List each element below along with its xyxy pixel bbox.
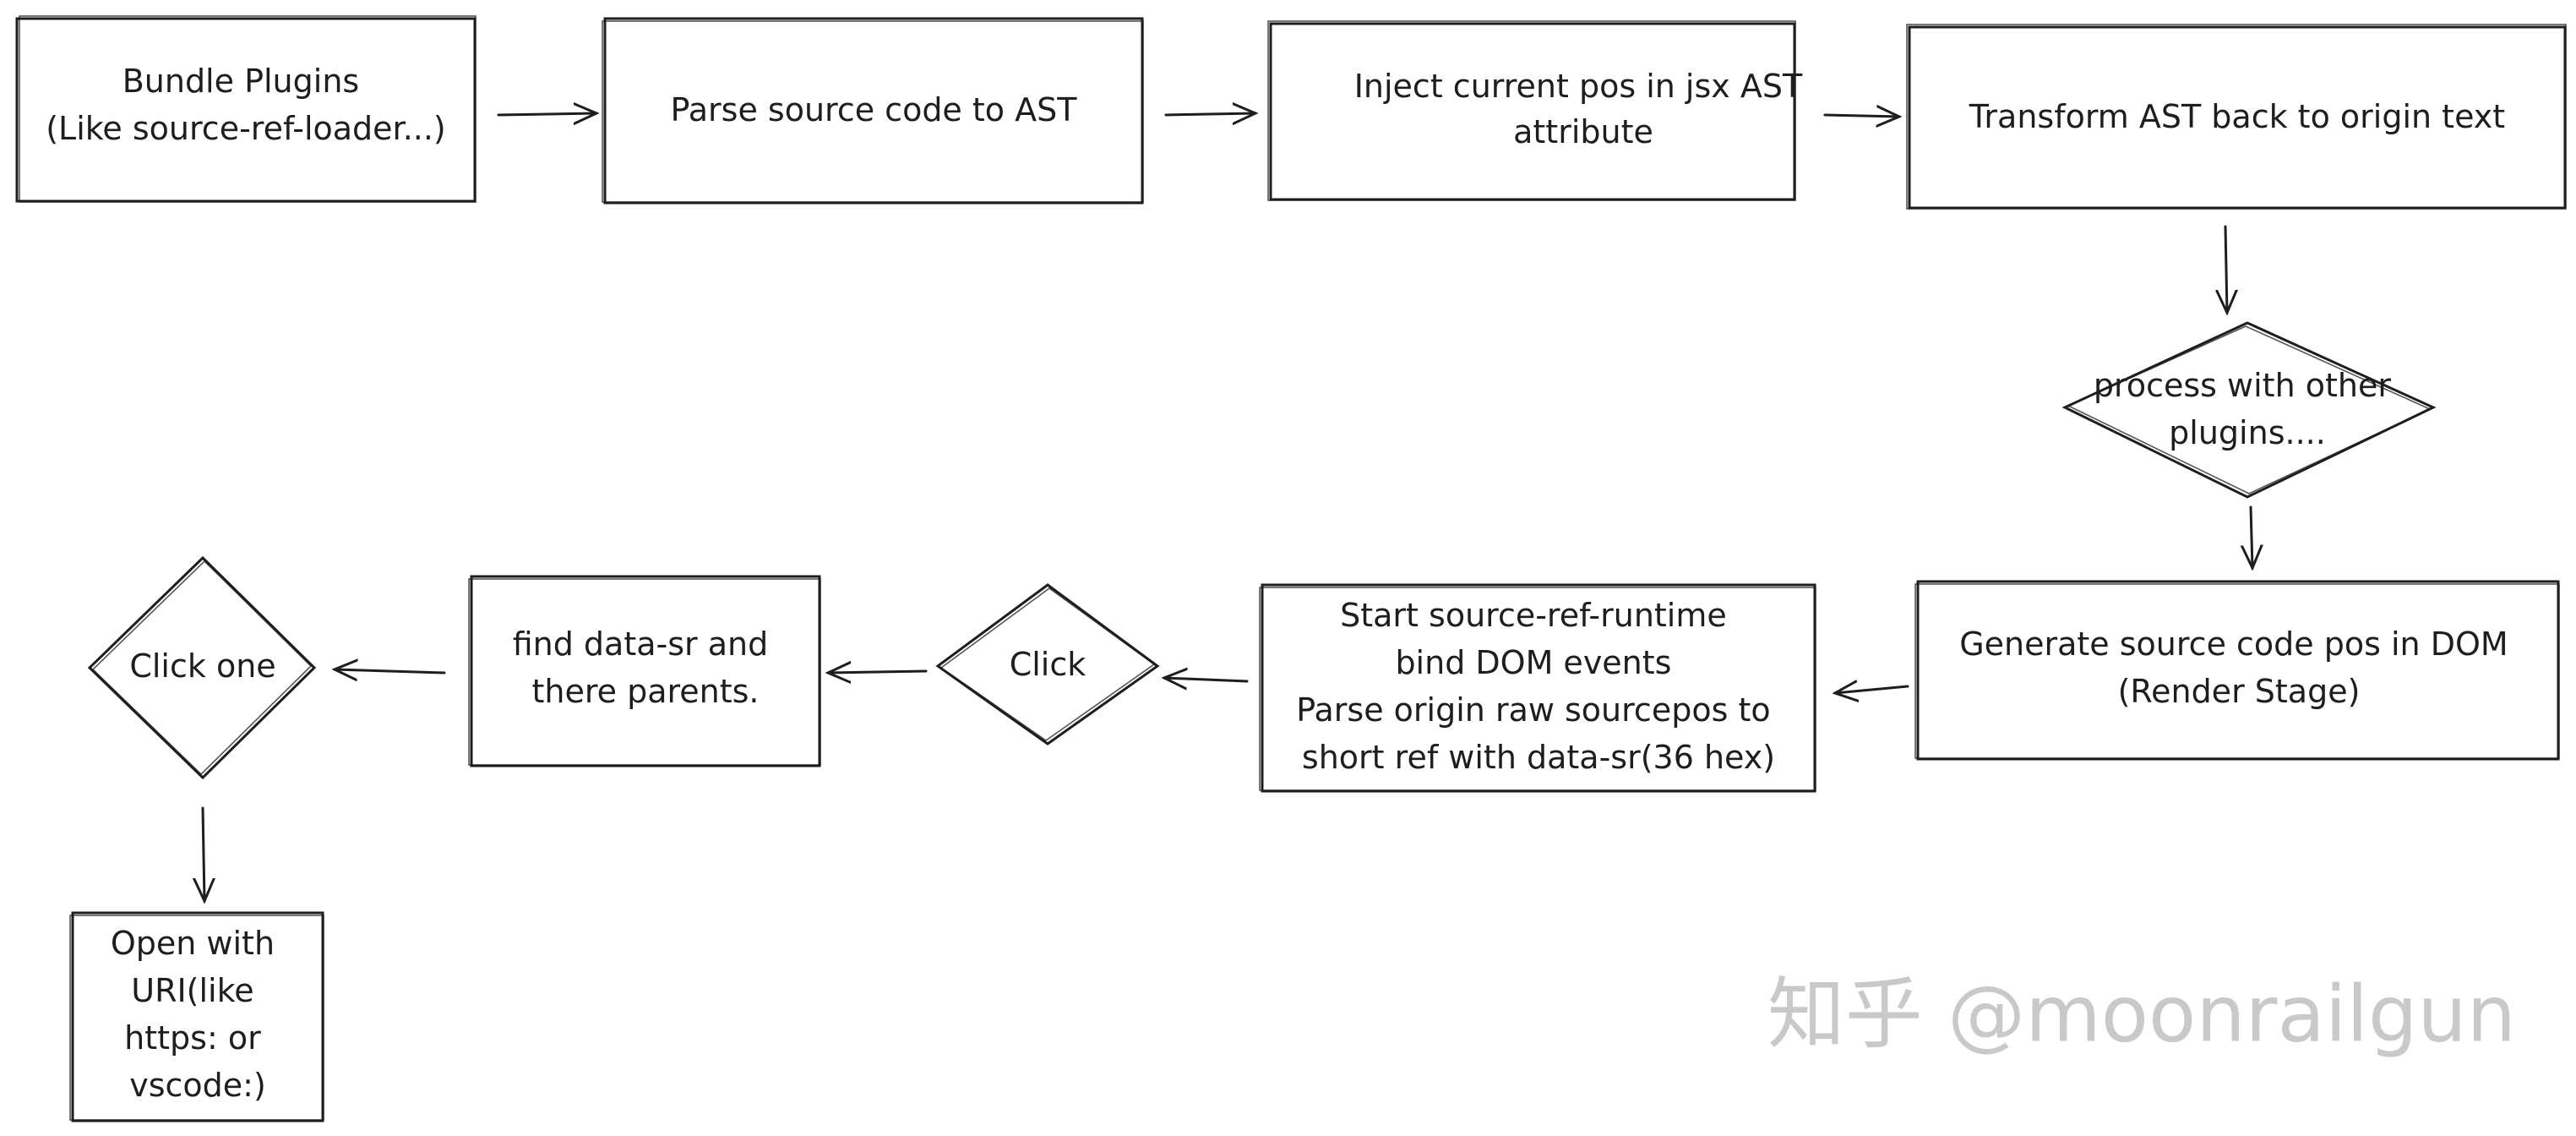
node-open-uri: Open with URI(like https: or vscode:) [69,911,324,1122]
node-start-runtime: Start source-ref-runtime bind DOM events… [1259,583,1816,793]
node-generate-pos: Generate source code pos in DOM (Render … [1914,580,2560,761]
node-process-plugins: process with other plugins.... [2061,321,2437,499]
arrow-transform-to-process [2225,225,2227,313]
node-click-one: Click one [87,555,317,780]
node-generate-pos-label: Generate source code pos in DOM (Render … [1959,625,2519,710]
watermark-text: 知乎 @moonrailgun [1767,969,2516,1059]
arrow-process-to-generate [2251,505,2252,568]
arrow-click-one-to-open [203,806,204,901]
node-bundle-plugins-label: Bundle Plugins (Like source-ref-loader..… [46,63,446,147]
node-find-data-sr: find data-sr and there parents. [468,575,821,767]
node-inject-pos: Inject current pos in jsx AST attribute [1267,20,1813,201]
node-start-runtime-label: Start source-ref-runtime bind DOM events… [1296,597,1780,776]
node-bundle-plugins: Bundle Plugins (Like source-ref-loader..… [15,15,477,203]
node-click-label: Click [1010,646,1086,683]
arrow-parse-to-inject [1164,113,1255,115]
node-open-uri-label: Open with URI(like https: or vscode:) [111,925,285,1104]
node-parse-source: Parse source code to AST [602,17,1144,205]
node-parse-source-label: Parse source code to AST [671,91,1078,128]
arrow-inject-to-transform [1823,115,1899,117]
node-process-plugins-label: process with other plugins.... [2094,367,2401,451]
arrow-runtime-to-click [1164,678,1249,681]
arrow-generate-to-runtime [1835,686,1909,693]
arrow-click-to-find [828,671,928,673]
node-click: Click [935,583,1160,746]
arrow-find-to-click-one [335,669,446,673]
node-click-one-label: Click one [129,647,275,685]
node-inject-pos-label: Inject current pos in jsx AST attribute [1354,68,1813,150]
node-transform-ast-label: Transform AST back to origin text [1969,98,2505,135]
node-transform-ast: Transform AST back to origin text [1906,24,2567,210]
arrow-bundle-to-parse [497,113,596,115]
node-find-data-sr-label: find data-sr and there parents. [513,625,779,710]
